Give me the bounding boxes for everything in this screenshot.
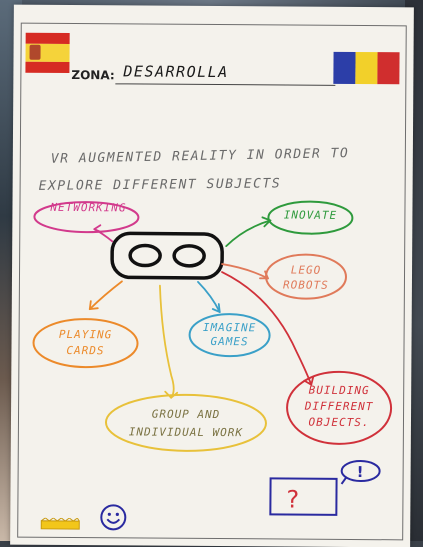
label-building: BUILDING DIFFERENT OBJECTS. (293, 383, 385, 432)
label-building-line-1: BUILDING (308, 383, 370, 398)
question-box-icon: ? (269, 477, 338, 516)
bubble-networking (33, 201, 140, 234)
label-group-line-2: INDIVIDUAL WORK (128, 425, 244, 440)
smiley-face-icon (100, 504, 127, 531)
bubble-inovate (267, 200, 354, 235)
label-lego-line-1: LEGO (290, 263, 322, 277)
arrow-lego (221, 263, 269, 280)
label-lego-line-2: ROBOTS (283, 278, 329, 292)
question-mark: ? (286, 486, 299, 514)
arrow-playing (88, 280, 123, 311)
paper-sheet: ZONA: DESARROLLA VR AUGMENTED REALITY IN… (10, 4, 414, 547)
label-playing-line-2: CARDS (66, 343, 105, 358)
exclamation-mark: ! (357, 463, 364, 481)
label-group-line-1: GROUP AND (151, 407, 221, 422)
bubble-imagine (188, 313, 271, 358)
vr-goggles-icon (110, 231, 224, 280)
bubble-playing (32, 318, 139, 369)
arrow-building (221, 271, 313, 386)
bubble-group (104, 393, 267, 452)
arrow-imagine (197, 281, 221, 313)
label-imagine-line-2: GAMES (210, 334, 249, 349)
bubble-lego (264, 253, 347, 300)
label-group: GROUP AND INDIVIDUAL WORK (111, 405, 261, 442)
bubble-building (286, 370, 393, 445)
mind-map (32, 200, 393, 452)
label-inovate: INOVATE (270, 208, 350, 222)
exclamation-bubble-icon: ! (340, 460, 381, 485)
label-lego: LEGO ROBOTS (268, 262, 344, 293)
label-playing-line-1: PLAYING (58, 327, 113, 342)
arrow-inovate (225, 219, 272, 247)
label-imagine-line-1: IMAGINE (202, 320, 257, 335)
label-building-line-3: OBJECTS. (308, 415, 370, 430)
label-networking-line: NETWORKING (50, 200, 127, 215)
label-networking: NETWORKING (38, 201, 138, 215)
crown-icon (40, 517, 80, 530)
label-building-line-2: DIFFERENT (304, 399, 374, 414)
label-imagine: IMAGINE GAMES (191, 321, 267, 350)
arrow-group (159, 284, 175, 399)
label-playing: PLAYING CARDS (39, 327, 131, 360)
label-inovate-line: INOVATE (283, 208, 338, 222)
